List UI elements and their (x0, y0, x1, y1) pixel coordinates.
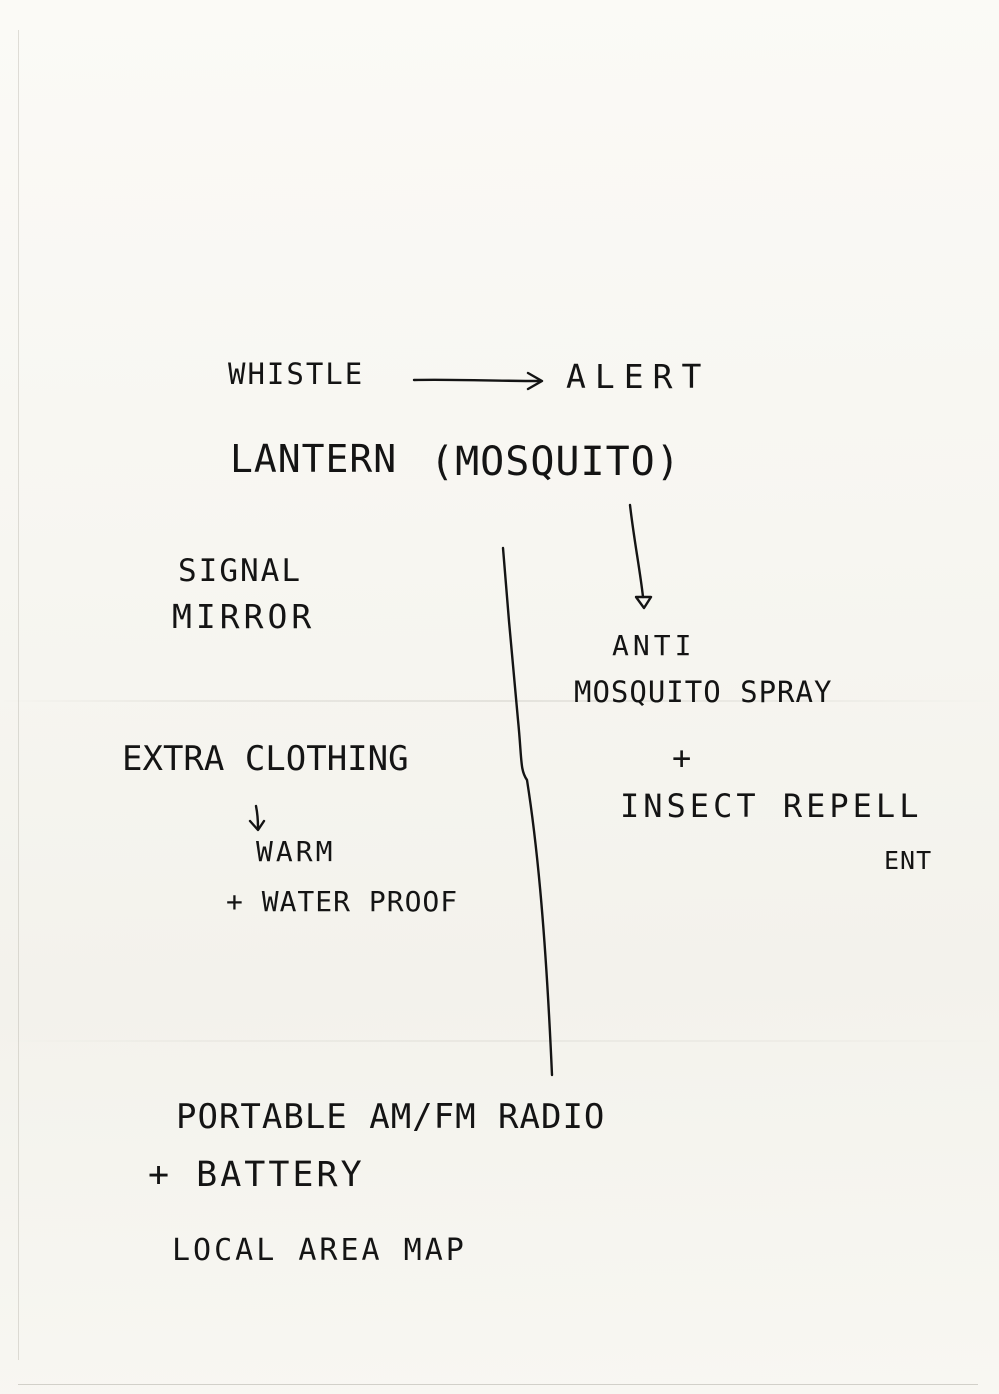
paper-crease (0, 700, 999, 702)
paper-crease (0, 1040, 999, 1042)
arrow-whistle-alert (412, 378, 542, 383)
note-radio: PORTABLE AM/FM RADIO (176, 1097, 606, 1137)
note-alert: ALERT (566, 357, 711, 396)
note-mosquito-spray: MOSQUITO SPRAY (574, 675, 833, 709)
paper-edge-left (18, 30, 19, 1360)
vertical-divider (501, 546, 554, 1077)
note-battery: + BATTERY (148, 1155, 365, 1195)
paper-edge-bottom (18, 1384, 978, 1385)
note-ent: ENT (884, 846, 933, 875)
note-map: LOCAL AREA MAP (172, 1233, 467, 1268)
note-warm: WARM (256, 835, 336, 868)
note-anti: ANTI (612, 629, 696, 662)
note-insect-repell: INSECT REPELL (620, 787, 923, 825)
arrow-clothing-down (254, 804, 260, 830)
arrowhead-anti (634, 595, 653, 610)
arrowhead-warm (248, 819, 266, 832)
note-lantern: LANTERN (230, 437, 398, 481)
note-mirror: MIRROR (172, 597, 316, 636)
note-plus-repellent: + (672, 739, 692, 777)
arrow-mosquito-down (628, 503, 645, 599)
note-whistle: WHISTLE (228, 357, 365, 391)
note-extra-clothing: EXTRA CLOTHING (122, 739, 409, 779)
note-mosquito-paren: (MOSQUITO) (430, 439, 681, 485)
note-signal: SIGNAL (178, 553, 302, 589)
arrowhead-alert (526, 371, 544, 391)
note-waterproof: + WATER PROOF (226, 885, 459, 918)
